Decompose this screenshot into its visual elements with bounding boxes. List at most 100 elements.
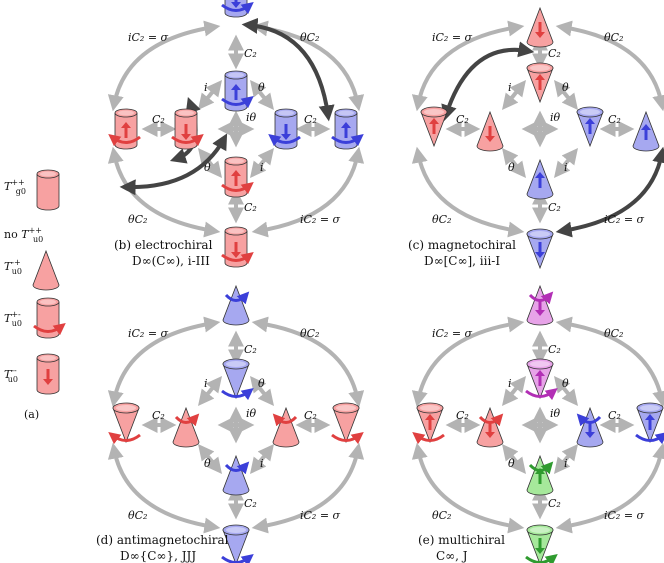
moment-arrow-head (535, 252, 545, 258)
label-theta-c2: θC₂ (300, 31, 319, 44)
label-c2: C₂ (548, 497, 561, 510)
label-theta: θ (562, 377, 569, 390)
cylinder-icon (268, 108, 301, 150)
rotation-arrow (174, 413, 200, 427)
cone-icon (32, 249, 60, 291)
rotation-arrow (221, 182, 254, 195)
curve-bottom-right (555, 146, 664, 238)
rotation-arrow (528, 461, 554, 475)
legend-label-tu0-minus-minus: T--u0 (4, 366, 18, 384)
moment-arrow-head (585, 118, 595, 124)
rotation-arrow (478, 413, 504, 427)
label-ic2-sigma: iC₂ = σ (300, 509, 341, 522)
curve-dark (441, 41, 535, 122)
moment-arrow-head (231, 252, 241, 258)
curve-top-left (107, 20, 221, 112)
label-c2: C₂ (152, 409, 165, 422)
cone-icon (525, 358, 558, 401)
legend-label-tg0: T++g0 (4, 178, 26, 196)
cone-icon (108, 402, 141, 445)
cone-icon (222, 284, 250, 326)
legend-label-tu0-plus-minus: T+-u0 (4, 310, 22, 328)
panel-c-subcaption: D∞[C∞], iii-I (424, 254, 501, 268)
cone-icon (412, 402, 445, 445)
panel-d-caption: (d) antimagnetochiral (96, 533, 229, 547)
curve-top-left (107, 316, 221, 408)
cone-icon (576, 406, 604, 448)
moment-arrow-head (121, 122, 131, 128)
curve-bottom-left (411, 442, 525, 534)
moment-arrow-head (535, 310, 545, 316)
cone-icon (525, 524, 558, 563)
label-theta-c2: θC₂ (300, 327, 319, 340)
cone-icon (272, 406, 300, 448)
moment-arrow-head (281, 134, 291, 140)
rotation-arrow (221, 2, 254, 15)
cylinder-icon (108, 108, 141, 150)
moment-arrow-head (645, 414, 655, 420)
label-i-theta: iθ (246, 111, 257, 124)
curve-bottom-right (251, 442, 365, 534)
label-c2: C₂ (152, 113, 165, 126)
cone-icon (576, 106, 604, 148)
cone-icon (222, 454, 250, 496)
cone-icon (526, 454, 554, 496)
label-c2: C₂ (456, 113, 469, 126)
rotation-arrow (576, 413, 602, 427)
moment-arrow-head (231, 170, 241, 176)
label-ic2-sigma: iC₂ = σ (432, 327, 473, 340)
label-theta: θ (562, 81, 569, 94)
cone-icon (526, 62, 554, 104)
label-c2: C₂ (548, 201, 561, 214)
moment-arrow-head (429, 118, 439, 124)
cylinder-icon (33, 297, 66, 339)
label-c2: C₂ (548, 47, 561, 60)
label-i: i (204, 377, 208, 390)
label-i: i (260, 161, 264, 174)
rotation-arrow (224, 291, 250, 305)
rotation-arrow (221, 388, 254, 401)
moment-arrow-head (485, 432, 495, 438)
moment-arrow-head (535, 32, 545, 38)
panel-e-caption: (e) multichiral (418, 533, 505, 547)
cone-icon (476, 110, 504, 152)
label-c2: C₂ (244, 497, 257, 510)
cylinder-icon (221, 70, 254, 112)
cone-icon (632, 110, 660, 152)
label-c2: C₂ (548, 343, 561, 356)
moment-arrow-head (43, 379, 53, 385)
rotation-arrow (635, 432, 664, 445)
cone-icon (221, 358, 254, 401)
panel-b-subcaption: D∞(C∞), i-III (132, 254, 210, 268)
rotation-arrow (221, 252, 254, 265)
label-ic2-sigma: iC₂ = σ (128, 327, 169, 340)
label-theta-c2: θC₂ (128, 509, 147, 522)
cylinder-icon (221, 156, 254, 198)
rotation-arrow (528, 291, 554, 305)
moment-arrow-head (535, 172, 545, 178)
moment-arrow-head (485, 136, 495, 142)
label-i-theta: iθ (246, 407, 257, 420)
label-c2: C₂ (456, 409, 469, 422)
cylinder-icon (171, 108, 204, 150)
cone-icon (635, 402, 664, 445)
curve-top-right (555, 20, 664, 112)
rotation-arrow (268, 134, 301, 147)
curve-bottom-right (251, 146, 365, 238)
curve-bottom-left (107, 146, 221, 238)
cone-icon (420, 106, 448, 148)
label-theta: θ (204, 457, 211, 470)
rotation-arrow (108, 432, 141, 445)
panel-c-caption: (c) magnetochiral (408, 238, 517, 252)
label-i: i (564, 457, 568, 470)
label-theta-c2: θC₂ (432, 213, 451, 226)
rotation-arrow (171, 134, 204, 147)
label-i: i (564, 161, 568, 174)
cylinder-icon (221, 226, 254, 268)
legend-label-tu0-minus-plus: T-+u0 (4, 258, 22, 276)
rotation-arrow (221, 96, 254, 109)
cone-icon (526, 284, 554, 326)
rotation-arrow (525, 388, 558, 401)
rotation-arrow (108, 134, 141, 147)
